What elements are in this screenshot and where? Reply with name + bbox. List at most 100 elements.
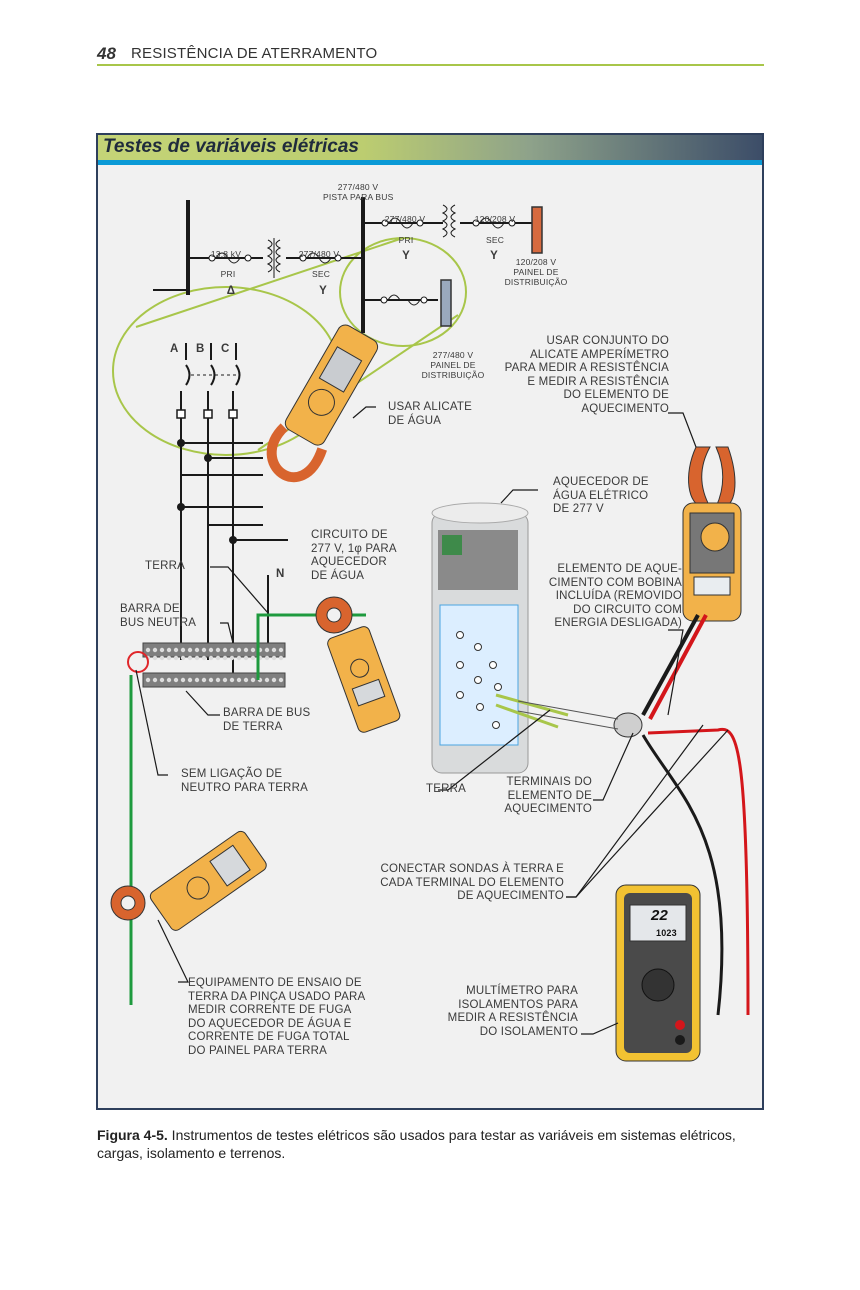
- panel-277-line2: PAINEL DE: [430, 360, 476, 370]
- bus-bar-hole: [208, 647, 214, 653]
- bus-voltage-label: 277/480 V: [337, 182, 379, 192]
- bus-bar-hole: [250, 655, 256, 661]
- page-header: 48 RESISTÊNCIA DE ATERRAMENTO: [97, 44, 764, 66]
- bus-bar-hole: [180, 647, 186, 653]
- bus-bar-hole: [187, 647, 193, 653]
- heating-element: [517, 700, 643, 738]
- bus-bar-hole: [229, 655, 235, 661]
- bus-bar-hole: [187, 655, 193, 661]
- bus-bar-hole: [236, 655, 242, 661]
- phase-c-label: C: [221, 343, 230, 355]
- bus-bar-hole: [250, 647, 256, 653]
- bus-bar-hole: [278, 655, 284, 661]
- chapter-title: RESISTÊNCIA DE ATERRAMENTO: [131, 45, 378, 62]
- meter-secondary-reading: 1023: [656, 928, 677, 938]
- t1-sec-voltage: 277/480 V: [298, 249, 340, 259]
- clamp-meter-2: [682, 446, 742, 622]
- bus-bar-hole: [173, 677, 179, 683]
- bus-bar-hole: [243, 677, 249, 683]
- bus-bar-hole: [271, 677, 277, 683]
- leader-lines: [135, 406, 729, 1035]
- bus-bar-hole: [159, 677, 165, 683]
- ground-clamp-tester-2: [110, 830, 267, 931]
- bus-bar-hole: [264, 655, 270, 661]
- heater-bolt: [489, 661, 497, 669]
- panel-title: Testes de variáveis elétricas: [103, 136, 359, 157]
- t1-pri-label: PRI: [220, 269, 236, 279]
- bus-bar-hole: [166, 677, 172, 683]
- phase-b-label: B: [196, 343, 205, 355]
- panel-120-voltage: 120/208 V: [515, 257, 557, 267]
- bus-bar-hole: [215, 647, 221, 653]
- callout-heater-ground: TERRA: [426, 783, 466, 795]
- bus-bar-hole: [166, 655, 172, 661]
- page-number: 48: [97, 44, 116, 63]
- bus-bar-hole: [278, 647, 284, 653]
- no-bond-highlight: [127, 651, 149, 673]
- bus-bar-hole: [215, 655, 221, 661]
- t1-wye-symbol: Y: [319, 285, 327, 297]
- panel-277-voltage: 277/480 V: [432, 350, 474, 360]
- bus-bar-hole: [222, 655, 228, 661]
- electrical-diagram: [110, 197, 750, 1062]
- bus-bar-hole: [264, 677, 270, 683]
- test-leads: [641, 614, 750, 1016]
- bus-bar-hole: [152, 677, 158, 683]
- bus-bar-hole: [208, 677, 214, 683]
- t1-sec-label: SEC: [311, 269, 331, 279]
- bus-bar-hole: [194, 647, 200, 653]
- caption-label: Figura 4-5.: [97, 1127, 168, 1143]
- bus-bar-hole: [166, 647, 172, 653]
- bus-bar-hole: [173, 655, 179, 661]
- bus-bar-hole: [243, 647, 249, 653]
- bus-name-label: PISTA PARA BUS: [323, 192, 394, 202]
- bus-bar-hole: [229, 677, 235, 683]
- bus-bar-hole: [201, 677, 207, 683]
- heater-bolt: [474, 643, 482, 651]
- bus-bar-hole: [215, 677, 221, 683]
- bus-bar-hole: [159, 647, 165, 653]
- bus-bar-hole: [152, 647, 158, 653]
- heater-bolt: [456, 661, 464, 669]
- clamp-meter-1: [266, 324, 379, 483]
- bus-bar-hole: [236, 677, 242, 683]
- ground-clamp-tester-1: [315, 596, 401, 733]
- bus-bar-hole: [159, 655, 165, 661]
- meter-main-reading: 22: [651, 907, 669, 924]
- panel-120-icon: [531, 206, 543, 254]
- bus-bar-hole: [187, 677, 193, 683]
- bus-bar-hole: [271, 655, 277, 661]
- caption-text: Instrumentos de testes elétricos são usa…: [97, 1127, 736, 1161]
- insulation-multimeter: [615, 884, 701, 1062]
- bus-bar-hole: [194, 655, 200, 661]
- breaker-detail: [176, 343, 288, 680]
- t2-sec-wye-symbol: Y: [490, 250, 498, 262]
- bus-bar-hole: [194, 677, 200, 683]
- panel-277-line3: DISTRIBUIÇÃO: [421, 370, 485, 380]
- heater-bolt: [476, 703, 484, 711]
- bus-bar-hole: [145, 647, 151, 653]
- panel-accent-bar: [98, 160, 762, 165]
- bus-bar-hole: [236, 647, 242, 653]
- water-heater: [431, 502, 529, 774]
- neutral-label: N: [276, 568, 285, 580]
- heater-bolt: [494, 683, 502, 691]
- panel-120-line3: DISTRIBUIÇÃO: [504, 277, 568, 287]
- figure-caption: Figura 4-5. Instrumentos de testes elétr…: [97, 1126, 769, 1162]
- bus-bar-hole: [271, 647, 277, 653]
- panel-277-icon: [440, 279, 452, 327]
- bus-bar-hole: [229, 647, 235, 653]
- bus-bar-hole: [222, 647, 228, 653]
- bus-bar-hole: [250, 677, 256, 683]
- heater-bolt: [456, 631, 464, 639]
- bus-bar-hole: [152, 655, 158, 661]
